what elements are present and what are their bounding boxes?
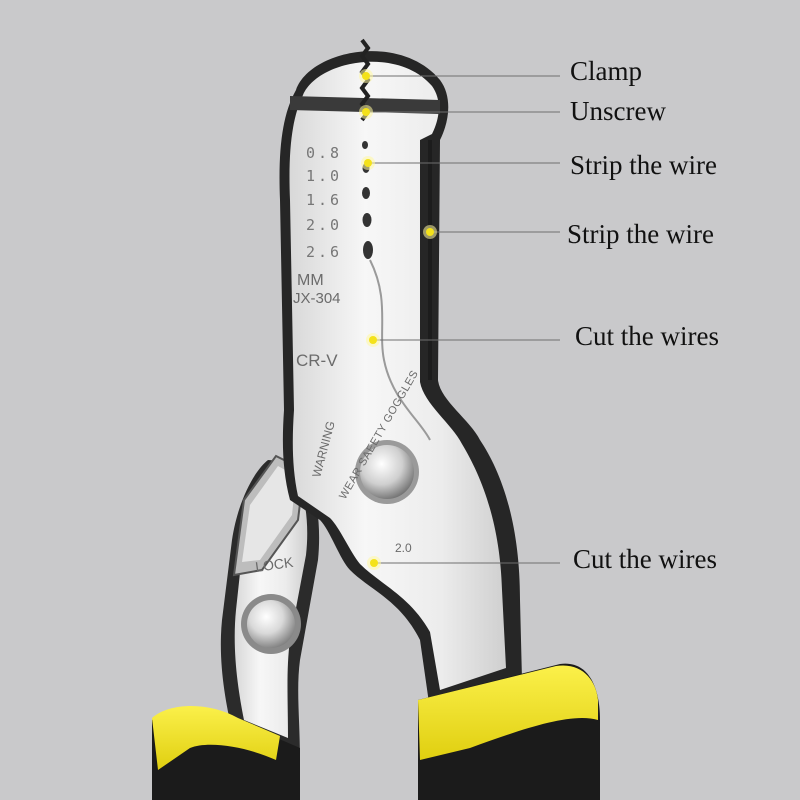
scale-label-2.6: 2.6	[306, 243, 342, 261]
scale-label-1.0: 1.0	[306, 167, 342, 185]
scale-label-2.0: 2.0	[306, 216, 342, 234]
callout-leaders	[366, 75, 560, 564]
callout-strip-1: Strip the wire	[570, 150, 717, 180]
lock-slider[interactable]	[232, 454, 306, 577]
unscrew-marker	[362, 108, 370, 116]
model-label: JX-304	[293, 290, 341, 307]
material-label: CR-V	[296, 351, 338, 370]
strip-marker-2	[426, 228, 434, 236]
unit-label: MM	[297, 272, 324, 289]
strip-marker-1	[364, 159, 372, 167]
cut-marker-1	[369, 336, 377, 344]
left-handle	[152, 706, 300, 800]
callout-cut-1: Cut the wires	[575, 321, 719, 351]
pivot-bolt	[355, 440, 419, 504]
callout-markers	[359, 69, 437, 570]
lock-label: LOCK	[254, 554, 295, 575]
scale-label-0.8: 0.8	[306, 144, 342, 162]
plier-jaw	[279, 38, 522, 711]
notch-size-label: 2.0	[395, 541, 412, 555]
scale-markings: 0.8 1.0 1.6 2.0 2.6	[306, 144, 342, 261]
lock-bolt	[241, 594, 301, 654]
clamp-marker	[362, 72, 370, 80]
callout-clamp: Clamp	[570, 56, 642, 86]
callout-unscrew: Unscrew	[570, 96, 666, 126]
scale-label-1.6: 1.6	[306, 191, 342, 209]
cut-marker-2	[370, 559, 378, 567]
callout-strip-2: Strip the wire	[567, 219, 714, 249]
callout-cut-2: Cut the wires	[573, 544, 717, 574]
right-handle	[418, 663, 600, 800]
